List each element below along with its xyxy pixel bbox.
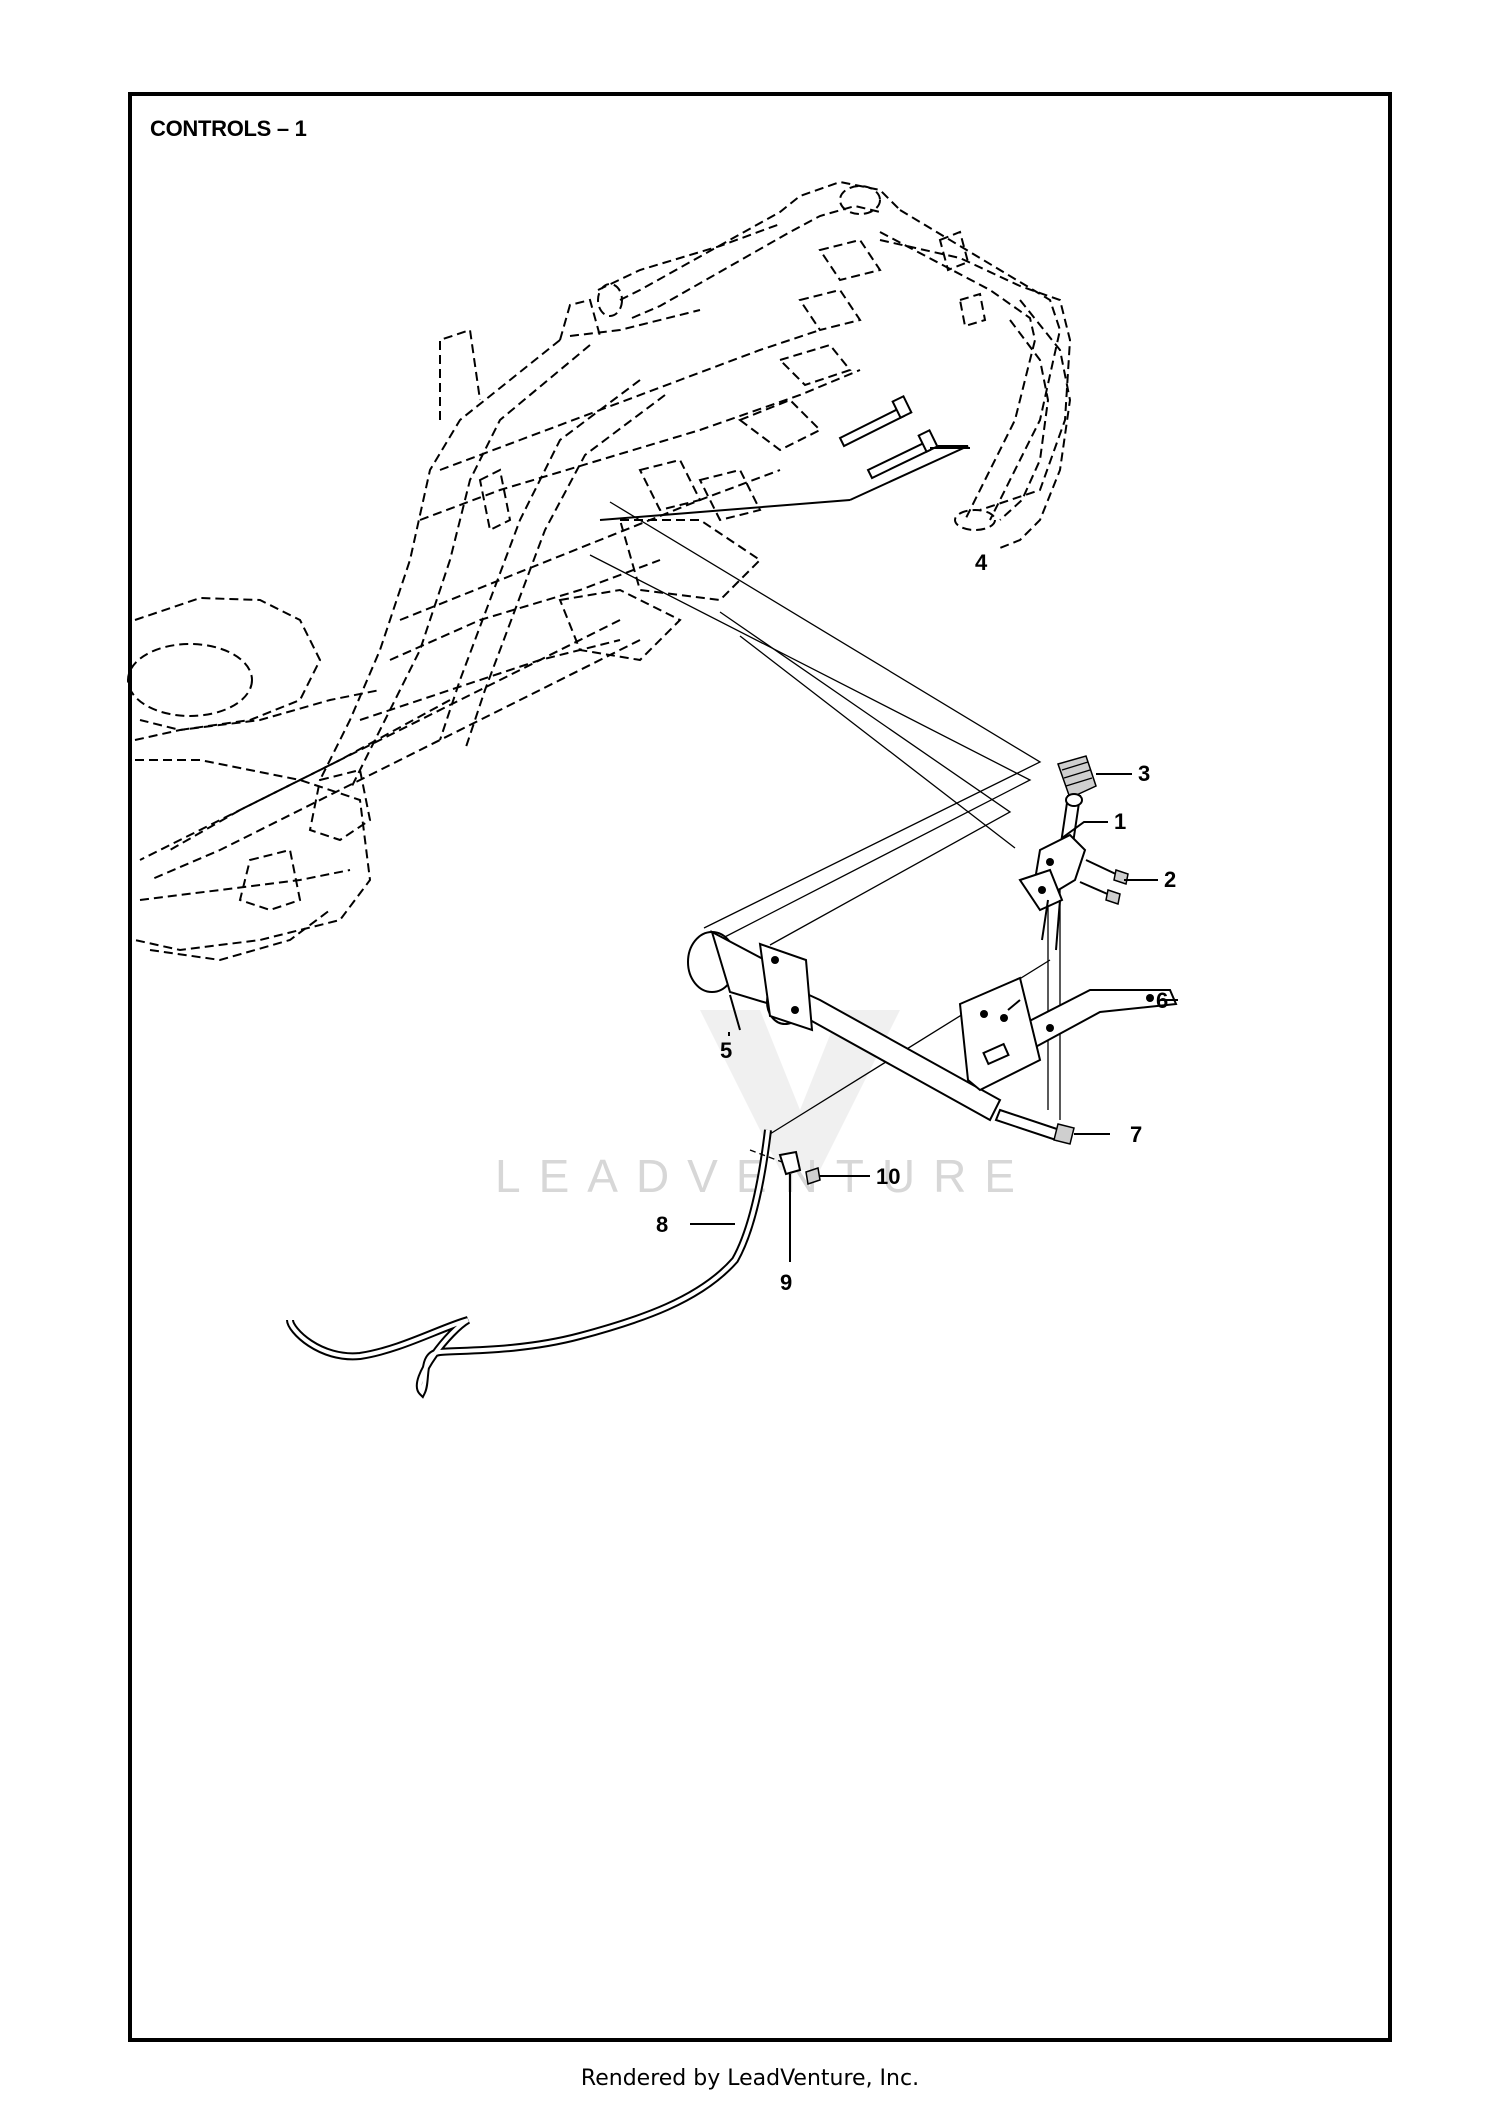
part-2-screws xyxy=(1079,859,1129,905)
part-3-knob xyxy=(1057,755,1097,807)
part-8-cable xyxy=(286,1129,772,1399)
callout-2: 2 xyxy=(1164,867,1176,892)
callout-3: 3 xyxy=(1138,761,1150,786)
pivot-plate xyxy=(958,976,1042,1092)
part-5-shaft xyxy=(687,929,1002,1122)
callout-1: 1 xyxy=(1114,809,1126,834)
callout-leaders xyxy=(690,773,1178,1225)
part-9-clip xyxy=(749,1149,802,1262)
watermark-logo xyxy=(700,1010,900,1170)
tractor-frame xyxy=(127,180,1072,962)
part-4-bolts xyxy=(599,394,970,521)
footer-credit: Rendered by LeadVenture, Inc. xyxy=(580,2066,920,2091)
callout-7: 7 xyxy=(1130,1122,1142,1147)
diagram-frame xyxy=(128,92,1392,2042)
page-title: CONTROLS – 1 xyxy=(150,116,307,141)
callout-6: 6 xyxy=(1156,988,1168,1013)
callout-5: 5 xyxy=(720,1038,732,1063)
part-7-bolt xyxy=(994,1108,1075,1145)
callout-8: 8 xyxy=(656,1212,668,1237)
part-1-lever xyxy=(1018,795,1087,951)
callout-10: 10 xyxy=(876,1164,900,1189)
callout-4: 4 xyxy=(975,550,988,575)
callout-9: 9 xyxy=(780,1270,792,1295)
part-10-screw xyxy=(805,1167,870,1185)
